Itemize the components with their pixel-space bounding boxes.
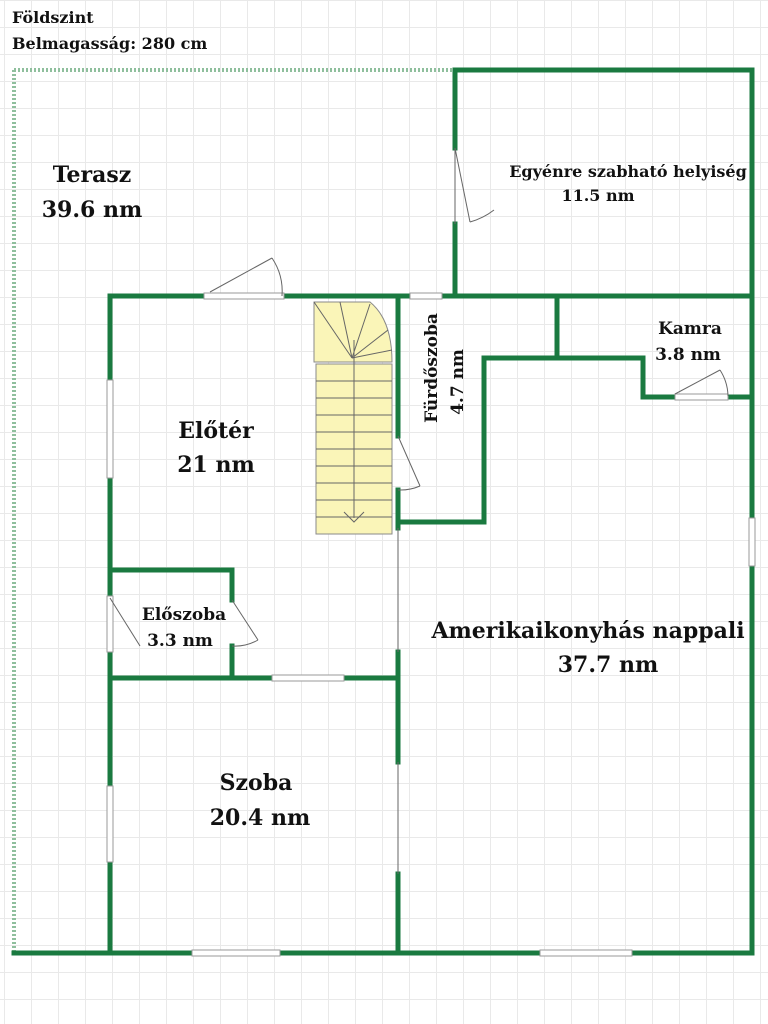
door-eloszoba-east <box>231 599 259 647</box>
room-area-eloszoba: 3.3 nm <box>147 631 213 651</box>
window-nappali-east <box>748 517 756 567</box>
room-name-egyenre: Egyénre szabható helyiség <box>509 162 747 181</box>
ceiling-height-label: Belmagasság: 280 cm <box>12 34 208 53</box>
room-labels: Terasz 39.6 nm Egyénre szabható helyiség… <box>42 162 747 831</box>
room-area-egyenre: 11.5 nm <box>561 186 634 205</box>
room-area-furdoszoba: 4.7 nm <box>448 349 468 415</box>
room-name-eloszoba: Előszoba <box>142 605 226 625</box>
openings <box>106 292 756 957</box>
window-szoba-west <box>106 785 114 863</box>
room-name-szoba: Szoba <box>220 770 293 796</box>
room-area-eloter: 21 nm <box>177 452 255 478</box>
room-area-szoba: 20.4 nm <box>210 805 311 831</box>
window-szoba-south <box>191 949 281 957</box>
terrace-outline <box>12 68 455 953</box>
room-name-nappali: Amerikaikonyhás nappali <box>430 618 744 644</box>
opening-szoba-door <box>271 674 345 682</box>
window-bathroom <box>409 292 443 300</box>
room-name-furdoszoba: Fürdőszoba <box>422 313 442 423</box>
door-egyenre <box>454 147 495 224</box>
doors <box>106 147 729 653</box>
window-eloter-west <box>106 379 114 479</box>
door-kamra <box>674 369 729 401</box>
window-eloter-top <box>203 292 285 300</box>
room-area-nappali: 37.7 nm <box>558 652 659 678</box>
staircase <box>313 301 393 535</box>
window-nappali-south <box>539 949 633 957</box>
floor-level-title: Földszint <box>12 8 94 27</box>
door-bathroom <box>397 435 421 491</box>
room-name-kamra: Kamra <box>658 319 722 339</box>
door-eloter-top <box>209 257 283 297</box>
walls <box>11 67 755 956</box>
room-name-eloter: Előtér <box>178 418 254 444</box>
room-name-terasz: Terasz <box>53 162 132 188</box>
room-area-kamra: 3.8 nm <box>655 345 721 365</box>
room-area-terasz: 39.6 nm <box>42 197 143 223</box>
door-eloszoba-west <box>106 595 141 653</box>
